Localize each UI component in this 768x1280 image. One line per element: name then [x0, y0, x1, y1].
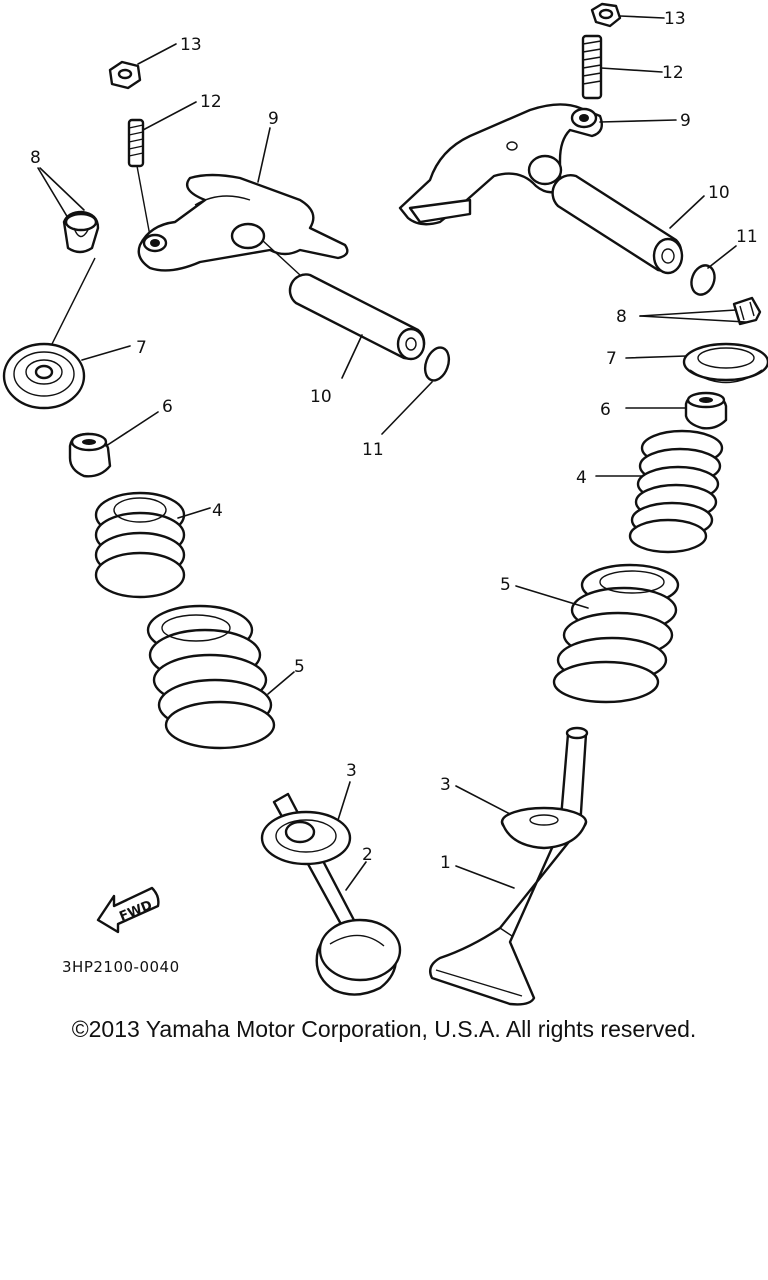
callout-13-right: 13	[664, 9, 686, 29]
callout-10-left: 10	[310, 387, 332, 407]
valve-cotter-8-left	[62, 210, 100, 254]
callout-3-left: 3	[346, 761, 357, 781]
rocker-shaft-10-left	[288, 273, 426, 361]
outer-spring-5-left	[146, 604, 276, 750]
valve-seal-3-left	[260, 810, 352, 866]
copyright-notice: ©2013 Yamaha Motor Corporation, U.S.A. A…	[71, 1016, 697, 1042]
valve-cotter-8-right	[732, 296, 762, 326]
callout-5-left: 5	[294, 657, 305, 677]
o-ring-11-left	[423, 346, 451, 382]
o-ring-11-right	[690, 264, 716, 296]
callout-1: 1	[440, 853, 451, 873]
callout-7-left: 7	[136, 338, 147, 358]
callout-12-left: 12	[200, 92, 222, 112]
callout-8-left: 8	[30, 148, 41, 168]
callout-6-left: 6	[162, 397, 173, 417]
nut-13-right	[590, 2, 622, 28]
callout-3-right: 3	[440, 775, 451, 795]
inner-spring-4-left	[94, 491, 186, 599]
callout-7-right: 7	[606, 349, 617, 369]
callout-13-left: 13	[180, 35, 202, 55]
valve-seal-3-right	[500, 806, 588, 850]
stud-12-left	[127, 118, 145, 168]
rocker-arm-9-left	[137, 173, 349, 272]
callout-9-right: 9	[680, 111, 691, 131]
stud-12-right	[581, 34, 603, 100]
exploded-parts-diagram: 13 12 9 10 11 8	[2, 2, 768, 1006]
callout-11-left: 11	[362, 440, 384, 460]
rocker-shaft-10-right	[551, 174, 684, 275]
callout-2: 2	[362, 845, 373, 865]
callout-5-right: 5	[500, 575, 511, 595]
spring-retainer-7-left	[2, 342, 86, 410]
valve-1-right	[429, 726, 589, 1006]
callout-6-right: 6	[600, 400, 611, 420]
callout-11-right: 11	[736, 227, 758, 247]
diagram-code: 3HP2100-0040	[62, 958, 180, 976]
oil-seal-6-left	[68, 432, 112, 478]
inner-spring-4-right	[628, 429, 724, 554]
callout-12-right: 12	[662, 63, 684, 83]
callout-4-right: 4	[576, 468, 587, 488]
callout-9-left: 9	[268, 109, 279, 129]
forward-arrow-icon: FWD	[96, 886, 160, 934]
callout-10-right: 10	[708, 183, 730, 203]
spring-retainer-7-right	[682, 342, 768, 384]
callout-4-left: 4	[212, 501, 223, 521]
outer-spring-5-right	[552, 563, 680, 704]
rocker-arm-9-right	[398, 103, 603, 226]
callout-8-right: 8	[616, 307, 627, 327]
oil-seal-6-right	[684, 391, 728, 430]
nut-13-left	[108, 60, 142, 90]
